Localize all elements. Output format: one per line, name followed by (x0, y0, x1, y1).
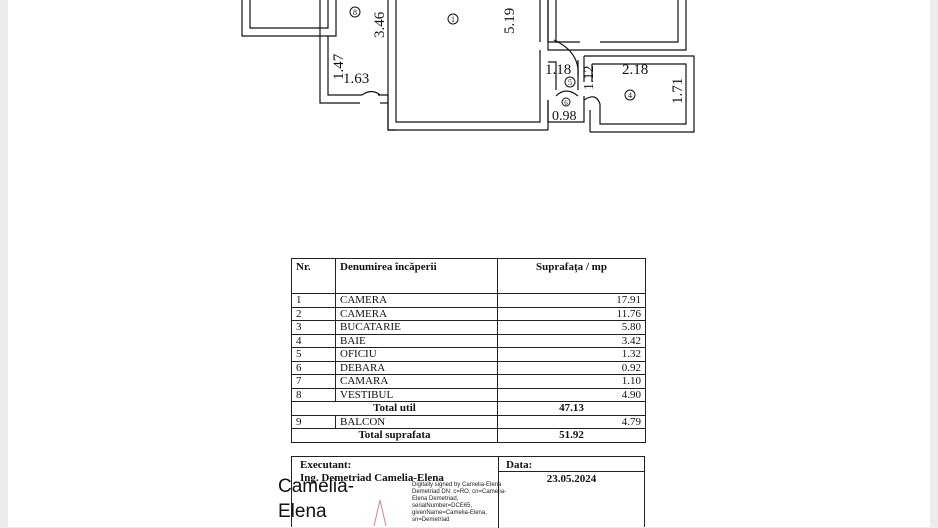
dim-room1-height: 5.19 (502, 8, 518, 34)
table-header-row: Nr. Denumirea încăperii Suprafața / mp (291, 258, 646, 294)
dim-baie-height: 1.71 (670, 78, 686, 104)
executant-cell: Executant: Ing. Demetriad Camelia-Elena … (292, 457, 506, 528)
row-nr: 1 (291, 293, 336, 308)
table-row: 6 DEBARA 0.92 (291, 360, 646, 375)
table-row: 9 BALCON 4.79 (291, 414, 646, 429)
dim-vestibul-width: 1.47 (331, 53, 347, 80)
table-row: 2 CAMERA 11.76 (291, 306, 646, 321)
row-area: 11.76 (497, 306, 646, 321)
balcon-area: 4.79 (497, 414, 646, 429)
total-suprafata-label: Total suprafata (291, 428, 498, 443)
signature-line-2: Elena (278, 501, 327, 522)
signature-mark-icon (373, 499, 387, 527)
dim-vestibul-height: 3.46 (372, 11, 388, 38)
dim-oficiu-height: 1.12 (582, 66, 597, 91)
digital-signature-text: Digitally signed by Camelia-Elena Demetr… (412, 482, 507, 523)
row-area: 17.91 (497, 293, 646, 308)
row-nr: 3 (291, 320, 336, 335)
row-nr: 2 (291, 306, 336, 321)
date-cell: Data: 23.05.2024 (499, 457, 644, 528)
executant-name: Ing. Demetriad Camelia-Elena (300, 472, 444, 484)
room-4-number: 4 (628, 91, 632, 100)
room-5-number: 5 (568, 78, 572, 87)
row-name: VESTIBUL (335, 387, 498, 402)
row-name: BUCATARIE (335, 320, 498, 335)
executant-label: Executant: (300, 459, 352, 471)
signature-name: Camelia- Elena (278, 474, 354, 524)
room-1-number: 1 (451, 15, 455, 24)
balcon-name: BALCON (335, 414, 498, 429)
table-row: 7 CAMARA 1.10 (291, 374, 646, 389)
dim-oficiu-width: 1.18 (545, 62, 571, 78)
row-area: 1.32 (497, 347, 646, 362)
signature-line-1: Camelia- (278, 476, 355, 497)
table-row: 5 OFICIU 1.32 (291, 347, 646, 362)
row-nr: 8 (291, 387, 336, 402)
row-nr: 4 (291, 333, 336, 348)
table-row: 8 VESTIBUL 4.90 (291, 387, 646, 402)
total-util-value: 47.13 (497, 401, 646, 416)
footer-block: Executant: Ing. Demetriad Camelia-Elena … (291, 456, 645, 528)
room-8-number: 8 (353, 8, 357, 17)
dim-vestibul-length: 1.63 (343, 71, 369, 87)
date-value: 23.05.2024 (546, 473, 597, 485)
room-6-number: 6 (564, 99, 568, 107)
date-label: Data: (506, 459, 533, 471)
table-row: 3 BUCATARIE 5.80 (291, 320, 646, 335)
row-name: OFICIU (335, 347, 498, 362)
floor-plan-drawing: 8 1 5 6 4 3.46 5.19 1.47 1.63 1.18 1.12 … (241, 0, 695, 133)
total-util-label: Total util (291, 401, 498, 416)
dim-debara-width: 0.98 (552, 109, 577, 124)
table-row: 1 CAMERA 17.91 (291, 293, 646, 308)
rooms-table: Nr. Denumirea încăperii Suprafața / mp 1… (291, 258, 646, 443)
header-name: Denumirea încăperii (335, 258, 498, 294)
row-name: BAIE (335, 333, 498, 348)
row-nr: 7 (291, 374, 336, 389)
header-nr: Nr. (291, 258, 336, 294)
row-name: DEBARA (335, 360, 498, 375)
balcon-nr: 9 (291, 414, 336, 429)
row-nr: 6 (291, 360, 336, 375)
row-area: 1.10 (497, 374, 646, 389)
row-area: 5.80 (497, 320, 646, 335)
total-util-row: Total util 47.13 (291, 401, 646, 416)
header-area: Suprafața / mp (497, 258, 646, 294)
row-area: 3.42 (497, 333, 646, 348)
date-divider (499, 471, 644, 472)
row-name: CAMERA (335, 306, 498, 321)
total-suprafata-value: 51.92 (497, 428, 646, 443)
row-name: CAMERA (335, 293, 498, 308)
row-nr: 5 (291, 347, 336, 362)
floor-plan: 8 1 5 6 4 3.46 5.19 1.47 1.63 1.18 1.12 … (0, 0, 938, 140)
row-name: CAMARA (335, 374, 498, 389)
row-area: 0.92 (497, 360, 646, 375)
dim-baie-width: 2.18 (622, 62, 648, 78)
total-suprafata-row: Total suprafata 51.92 (291, 428, 646, 443)
table-row: 4 BAIE 3.42 (291, 333, 646, 348)
row-area: 4.90 (497, 387, 646, 402)
